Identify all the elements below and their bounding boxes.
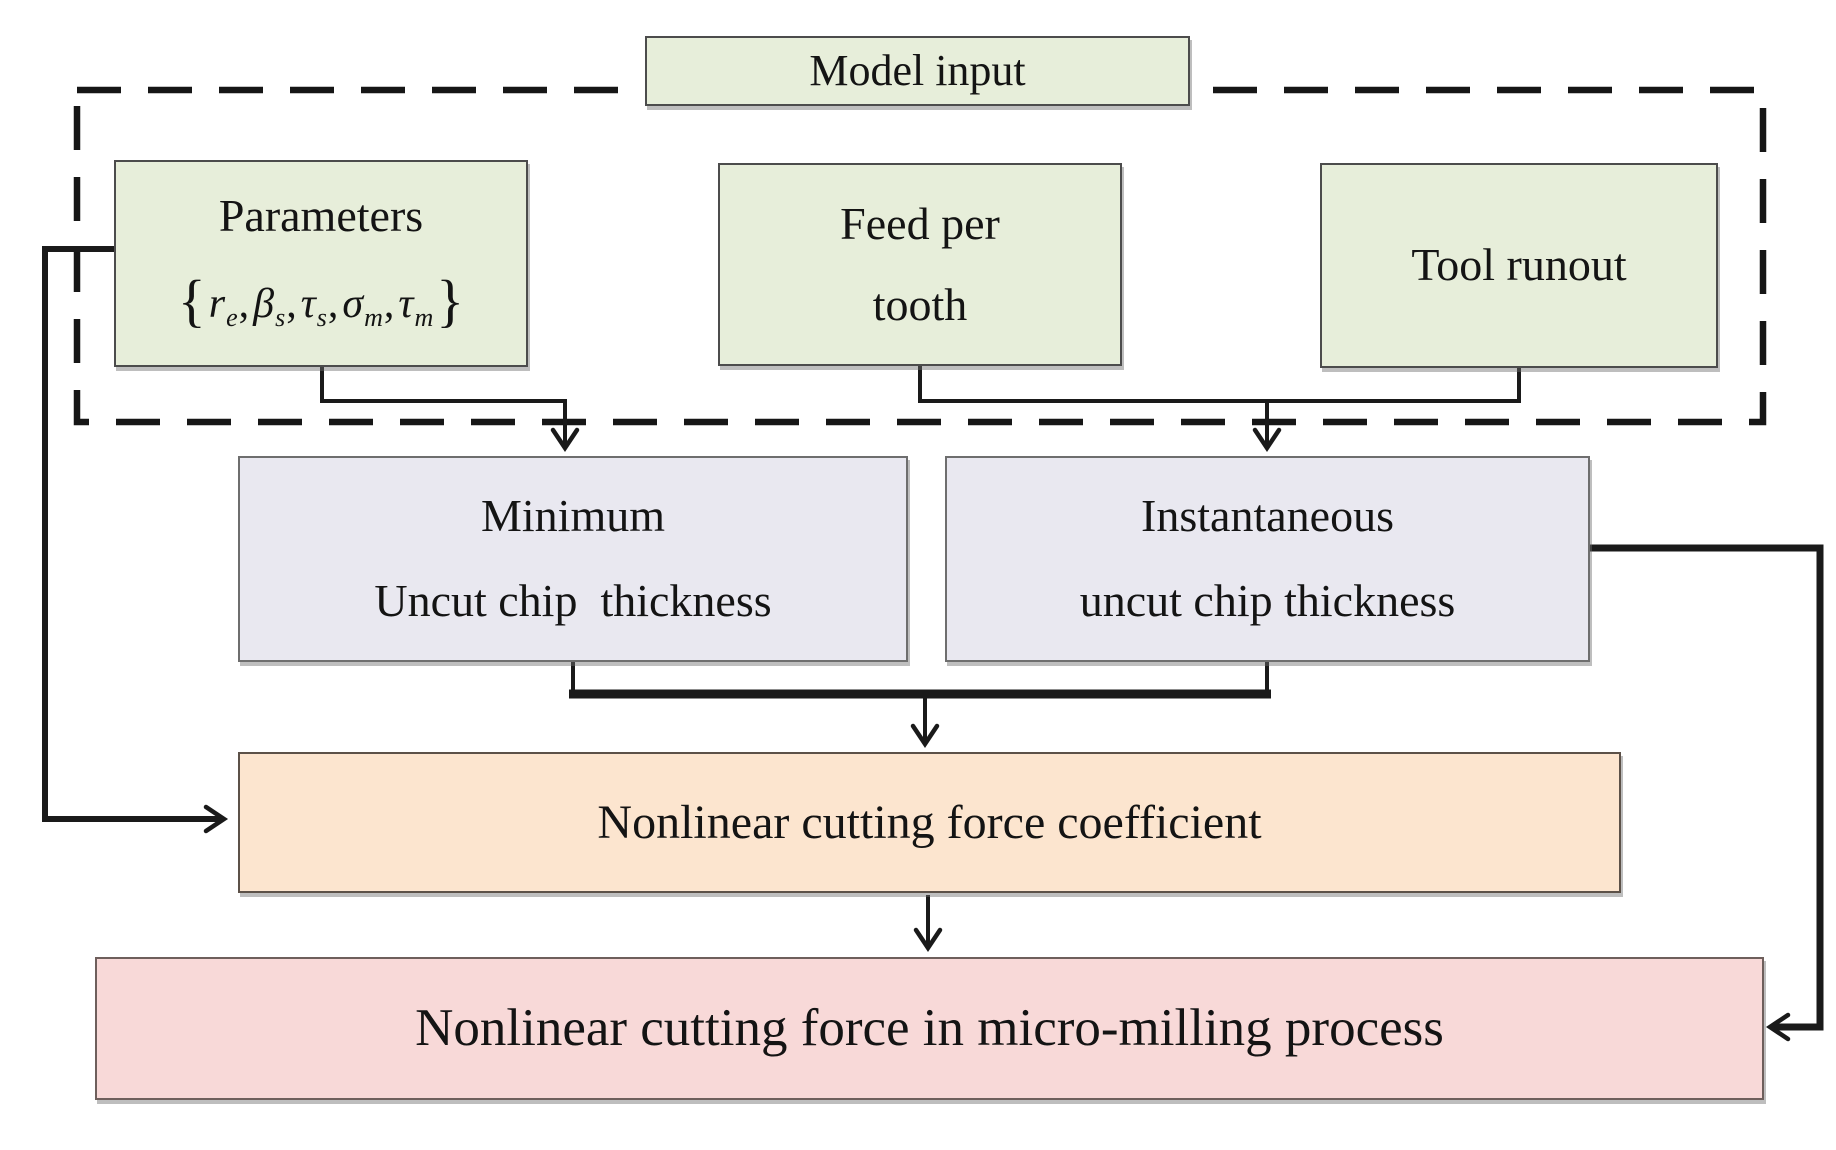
node-feed-per-tooth: Feed per tooth — [718, 163, 1122, 366]
connector-uct-stubs — [571, 662, 1269, 692]
formula-var: re — [208, 280, 238, 333]
formula-separator: , — [238, 280, 250, 327]
formula-var: τm — [398, 280, 434, 333]
formula-var: τs — [300, 280, 327, 333]
formula-separator: , — [286, 280, 297, 327]
formula-var: σm — [342, 280, 383, 333]
node-instantaneous-uncut-chip-thickness: Instantaneous uncut chip thickness — [945, 456, 1590, 662]
connector-parameters-to-minimum — [320, 366, 580, 453]
node-tool-runout: Tool runout — [1320, 163, 1718, 368]
formula-close-brace: } — [436, 268, 465, 334]
connector-parameters-to-coefficient — [42, 246, 229, 834]
formula-var: βs — [253, 280, 286, 333]
node-model-input: Model input — [645, 36, 1190, 106]
node-parameters: Parameters { re , βs , τs , σm , τm } — [114, 160, 528, 367]
formula-separator: , — [327, 280, 339, 327]
formula-separator: , — [383, 280, 395, 327]
parameters-formula: { re , βs , τs , σm , τm } — [175, 268, 467, 337]
coefficient-label: Nonlinear cutting force coefficient — [597, 795, 1262, 849]
node-minimum-uncut-chip-thickness: Minimum Uncut chip thickness — [238, 456, 908, 662]
tool-runout-label: Tool runout — [1411, 239, 1627, 291]
model-input-dashed-container — [73, 86, 1767, 426]
connector-instantaneous-to-final — [1590, 544, 1824, 1042]
node-nonlinear-cutting-force-coefficient: Nonlinear cutting force coefficient — [238, 752, 1621, 893]
parameters-title: Parameters — [218, 189, 424, 241]
connector-feed-runout-bus — [918, 366, 1521, 403]
formula-open-brace: { — [177, 268, 206, 334]
model-input-label: Model input — [809, 45, 1026, 95]
final-label: Nonlinear cutting force in micro-milling… — [415, 999, 1444, 1058]
node-nonlinear-cutting-force-final: Nonlinear cutting force in micro-milling… — [95, 957, 1764, 1100]
